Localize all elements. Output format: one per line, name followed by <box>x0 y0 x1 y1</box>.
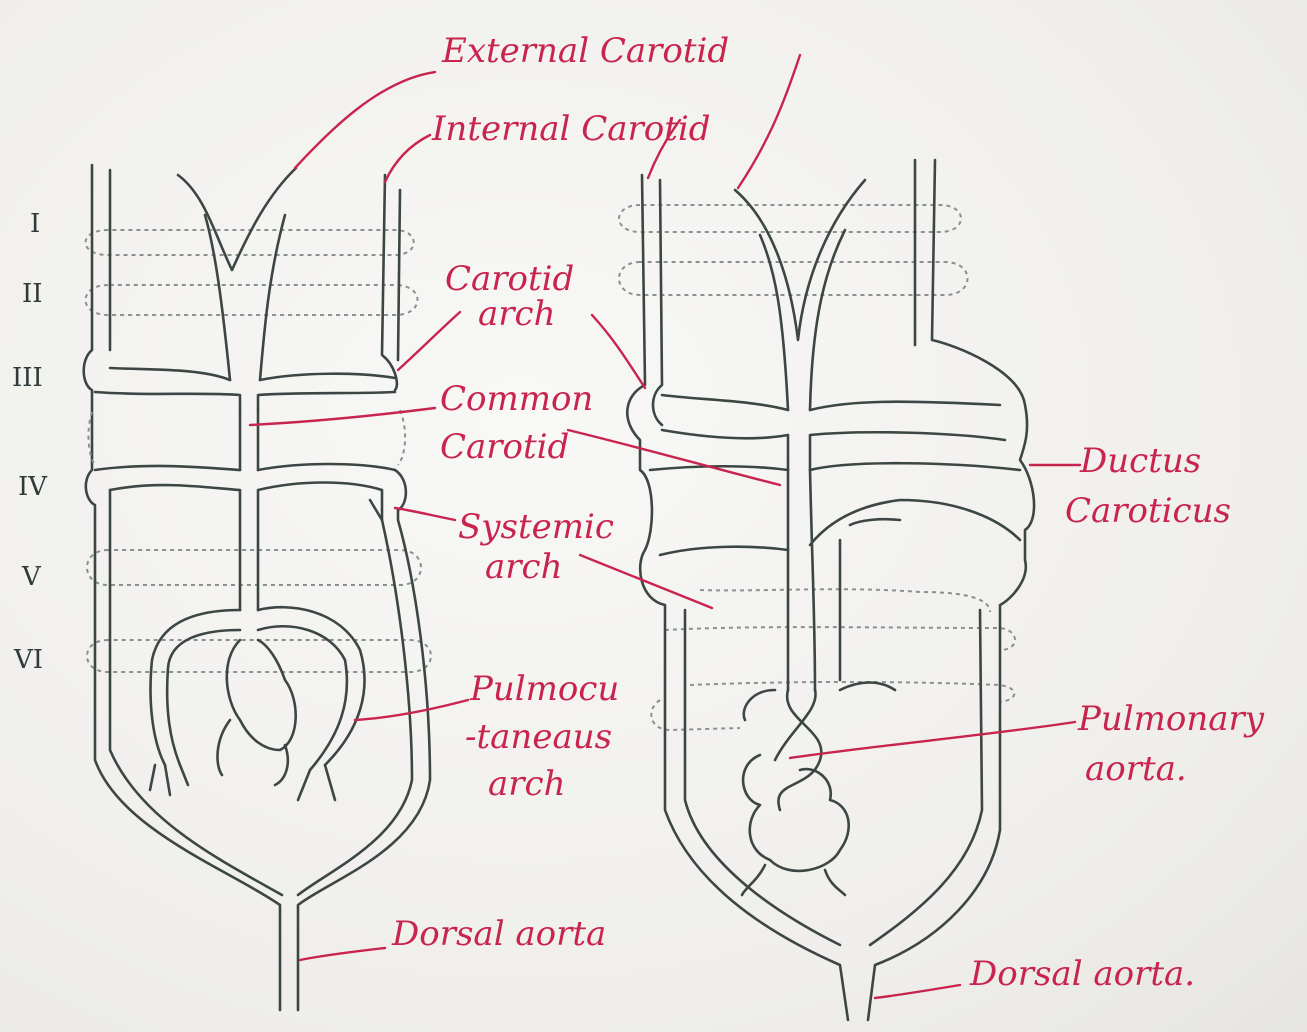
arch-number-1: I <box>30 209 40 239</box>
label-systemic-arch-line1: Systemic <box>458 507 614 547</box>
right-systemic-inner <box>840 519 900 680</box>
left-pulmocutaneous-inner <box>167 626 347 770</box>
leader-systemic-arch-right <box>580 555 712 608</box>
leader-external-carotid-right <box>738 55 800 188</box>
left-internal-carotid-right-outer <box>398 190 400 360</box>
right-internal-carotid-left-inner <box>653 180 662 425</box>
left-arch-6 <box>87 640 431 672</box>
left-common-carotid <box>240 410 258 470</box>
left-arch-2 <box>86 285 418 315</box>
label-pulmonary-aorta-line1: Pulmonary <box>1077 699 1265 739</box>
right-pulmonary-branches <box>744 683 895 721</box>
label-common-carotid-line2: Carotid <box>440 427 569 467</box>
label-ductus-caroticus-line1: Ductus <box>1079 441 1201 481</box>
right-inner-right-wall <box>870 610 982 945</box>
leader-pulmocutaneous <box>355 700 468 720</box>
labels: External Carotid Internal Carotid Caroti… <box>391 31 1265 994</box>
leader-common-carotid-left <box>250 408 435 425</box>
left-pulmonary-branches <box>150 765 335 800</box>
leader-dorsal-aorta-left <box>300 948 385 960</box>
arch-numbers: I II III IV V VI <box>12 209 48 675</box>
label-internal-carotid: Internal Carotid <box>431 109 711 149</box>
label-pulmocutaneous-line2: -taneaus <box>465 717 612 757</box>
left-internal-carotid-right <box>382 175 397 390</box>
left-carotid-arch-bottom <box>95 392 395 410</box>
right-arch-1 <box>619 205 961 232</box>
leader-internal-carotid-left <box>385 135 430 182</box>
left-arch-5 <box>87 550 421 585</box>
leader-pulmonary-aorta <box>790 722 1075 758</box>
label-pulmocutaneous-line3: arch <box>488 764 565 804</box>
left-carotid-arch-top <box>110 368 395 380</box>
arch-number-6: VI <box>13 645 43 675</box>
right-common-carotid <box>788 470 815 690</box>
label-pulmocutaneous-line1: Pulmocu <box>469 669 619 709</box>
arch-number-2: II <box>22 279 43 309</box>
arch-number-4: IV <box>18 472 48 502</box>
label-ductus-caroticus-line2: Caroticus <box>1065 491 1231 531</box>
right-inner-left-wall <box>685 610 840 945</box>
label-dorsal-aorta-right: Dorsal aorta. <box>969 954 1195 994</box>
label-external-carotid: External Carotid <box>441 31 729 71</box>
left-truncus <box>217 640 295 785</box>
label-dorsal-aorta-left: Dorsal aorta <box>391 914 606 954</box>
left-outer-left-wall <box>84 165 280 1010</box>
left-systemic-arch-top <box>95 464 395 470</box>
left-diagram: I II III IV V VI <box>12 165 431 1010</box>
right-diagram <box>619 160 1034 1020</box>
label-systemic-arch-line2: arch <box>485 547 562 587</box>
label-carotid-arch-line1: Carotid <box>445 259 574 299</box>
arch-number-5: V <box>21 562 42 592</box>
leader-carotid-arch-right <box>592 315 645 388</box>
label-common-carotid-line1: Common <box>440 379 593 419</box>
arch-number-3: III <box>12 363 43 393</box>
right-heart <box>742 755 849 895</box>
leader-dorsal-aorta-right <box>875 985 960 998</box>
label-pulmonary-aorta-line2: aorta. <box>1085 749 1187 789</box>
leader-external-carotid <box>295 72 435 168</box>
leader-carotid-arch-left <box>398 312 460 370</box>
right-carotid-arch-top <box>662 395 1000 410</box>
left-arch-3-faint <box>88 410 405 465</box>
right-pulmonary-aorta <box>775 690 821 810</box>
label-carotid-arch-line2: arch <box>478 294 555 334</box>
leader-systemic-arch-left <box>395 508 455 520</box>
left-systemic-arch-bottom <box>110 483 382 611</box>
left-inner-right-wall <box>298 500 412 895</box>
right-arch-5 <box>700 589 990 612</box>
left-vessels <box>84 165 430 1010</box>
right-external-carotid-inner <box>760 230 845 410</box>
